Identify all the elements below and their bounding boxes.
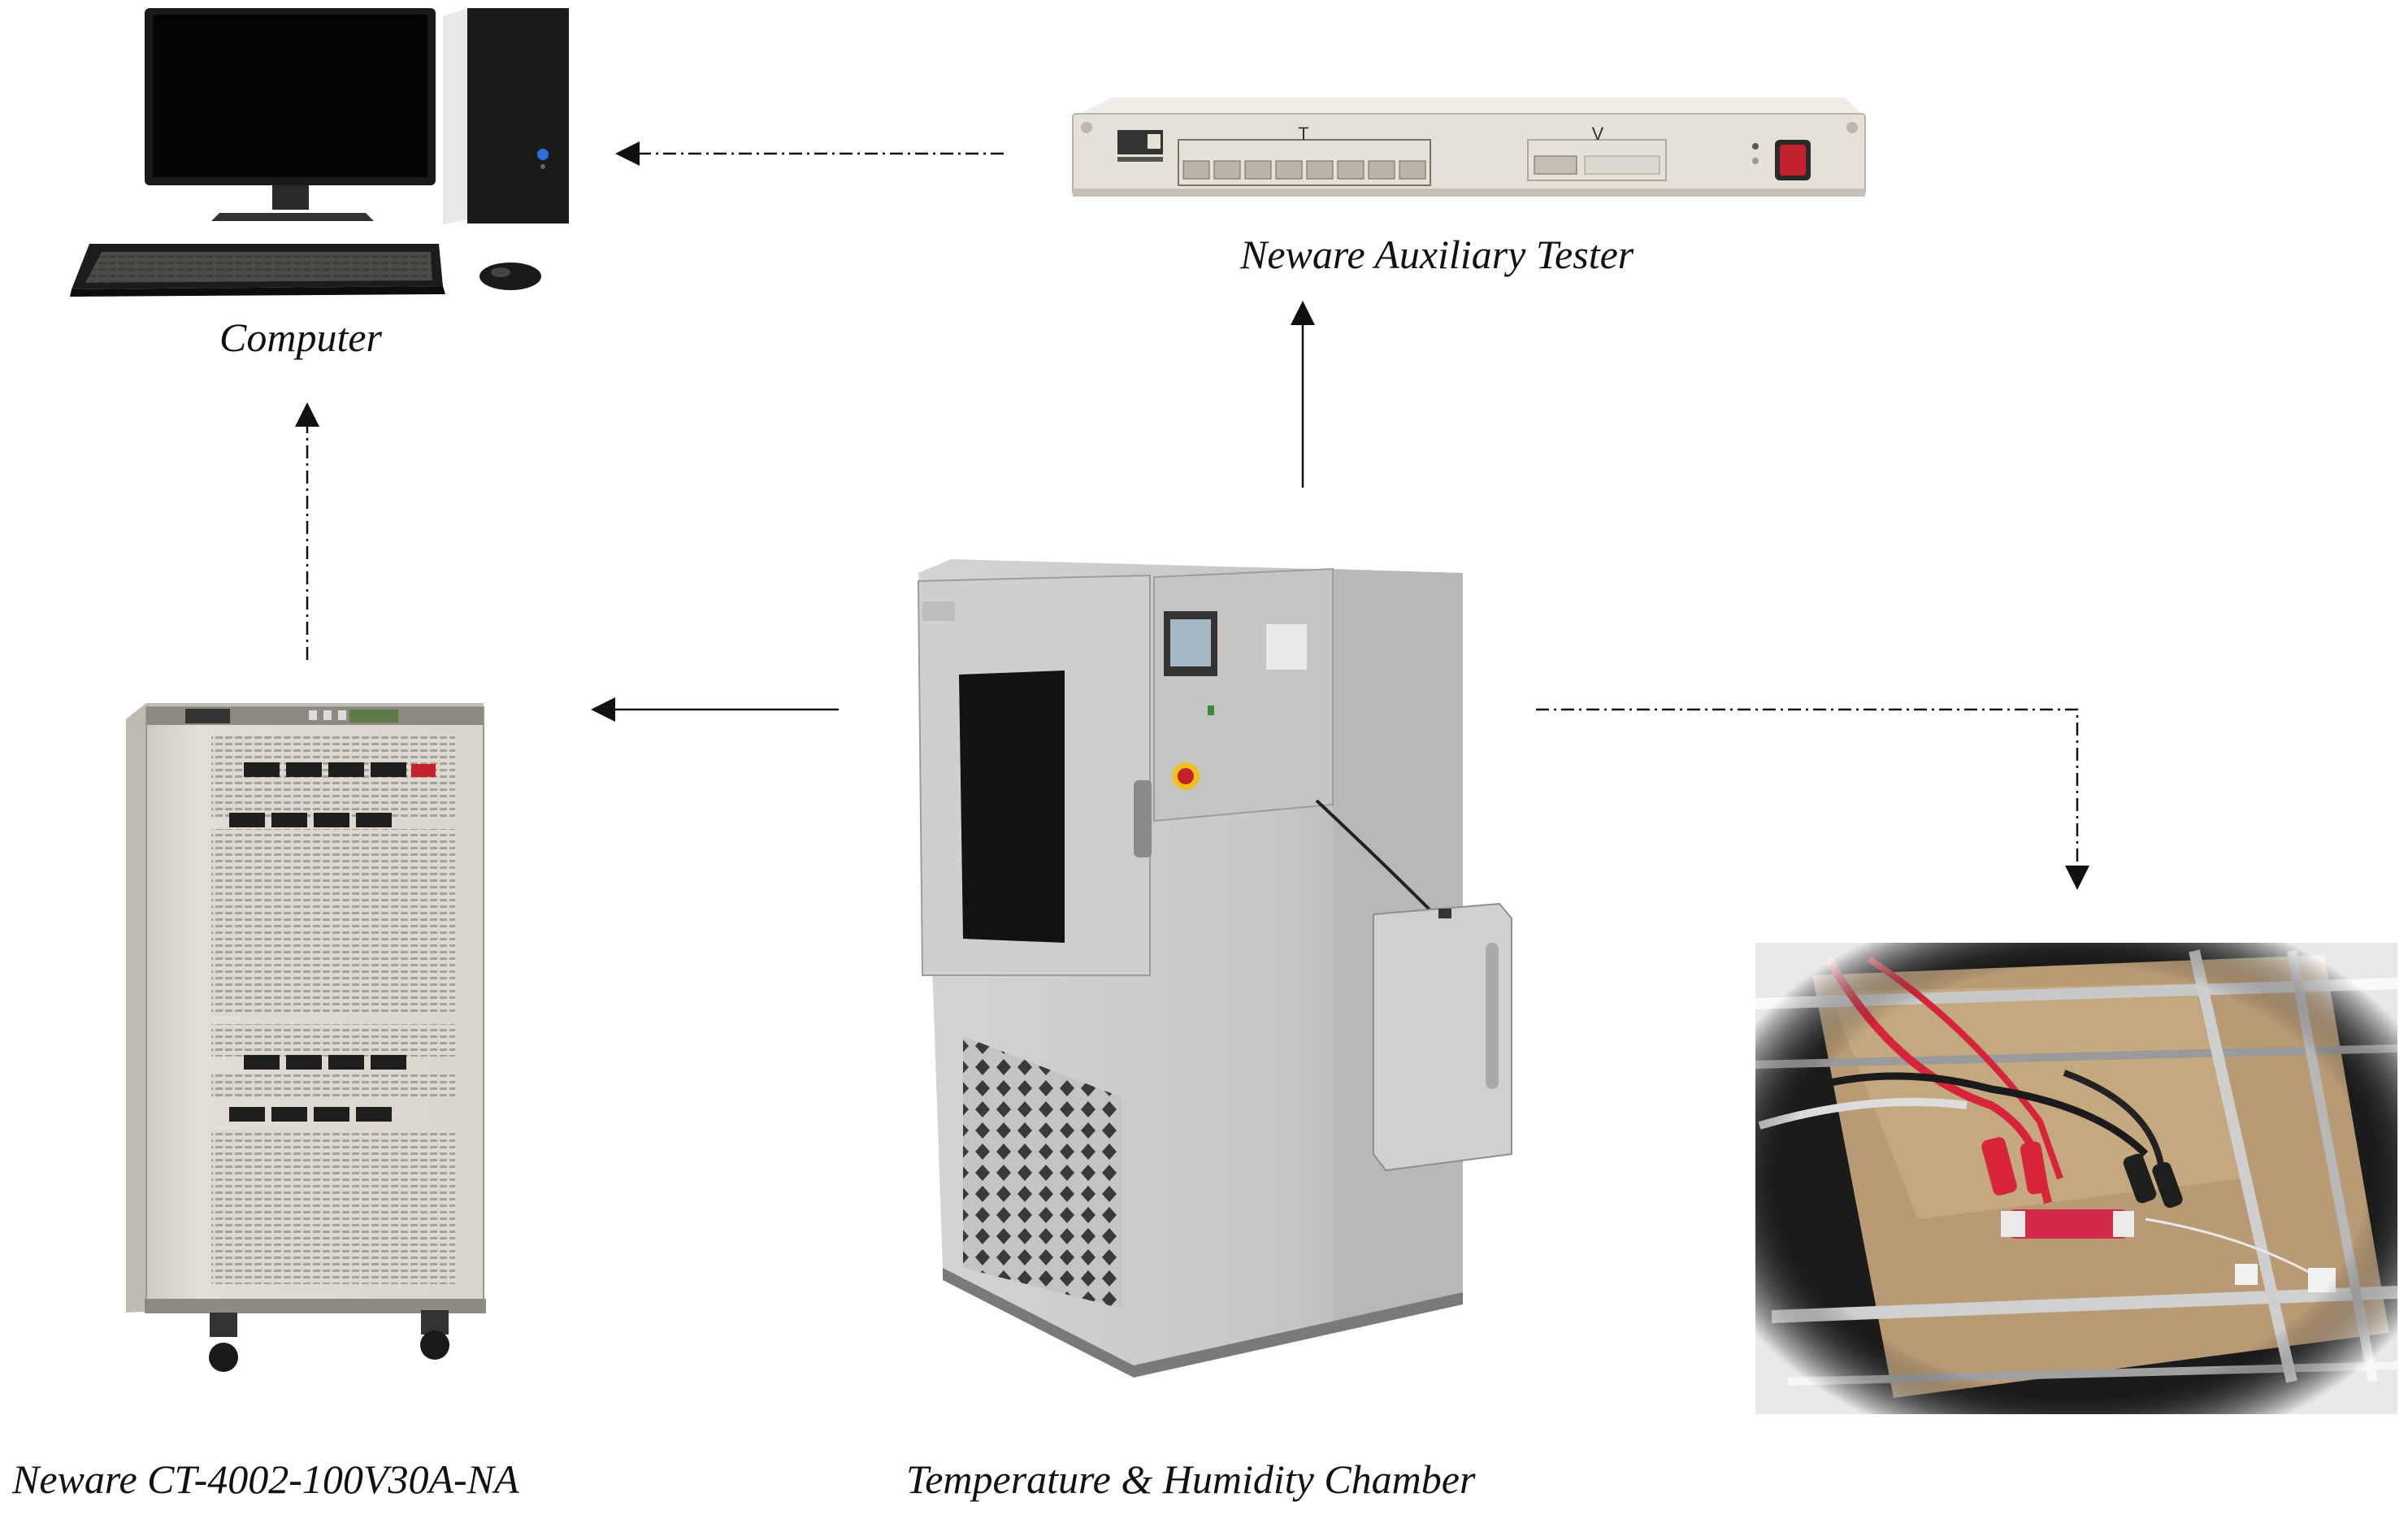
battery-cycler-image: [126, 703, 486, 1372]
mouse: [479, 263, 541, 290]
cycler-channel-connectors-top: [229, 762, 436, 827]
temperature-terminals: [1182, 160, 1426, 180]
tester-logo: [1117, 130, 1163, 162]
temperature-channel-block: T: [1178, 124, 1431, 186]
monitor: [145, 8, 436, 221]
keyboard: [70, 244, 445, 297]
computer-caption: Computer: [219, 315, 382, 360]
auxiliary-tester-image: T V: [1072, 98, 1866, 197]
battery-cell-photo: [1755, 943, 2398, 1414]
chamber-vent-grille: [963, 1036, 1122, 1309]
computer-image: [70, 8, 569, 297]
cycler-channel-connectors-bottom: [229, 1055, 406, 1122]
battery-cycler-caption: Neware CT-4002-100V30A-NA: [12, 1456, 519, 1502]
voltage-channel-block: V: [1527, 124, 1667, 181]
chamber-control-panel: [1153, 567, 1432, 912]
tester-t-label: T: [1298, 124, 1308, 144]
chamber-caption: Temperature & Humidity Chamber: [906, 1456, 1476, 1502]
power-switch: [1752, 140, 1811, 180]
chamber-door: [917, 574, 1152, 976]
chamber-image: [917, 559, 1512, 1378]
tester-v-label: V: [1592, 124, 1604, 144]
tower-pc: [443, 8, 569, 224]
chamber-humidifier-box: [1373, 902, 1512, 1172]
cycler-wheels: [209, 1310, 449, 1372]
arrow-chamber-to-battery-cell: [1536, 708, 2089, 890]
auxiliary-tester-caption: Neware Auxiliary Tester: [1240, 232, 1634, 277]
